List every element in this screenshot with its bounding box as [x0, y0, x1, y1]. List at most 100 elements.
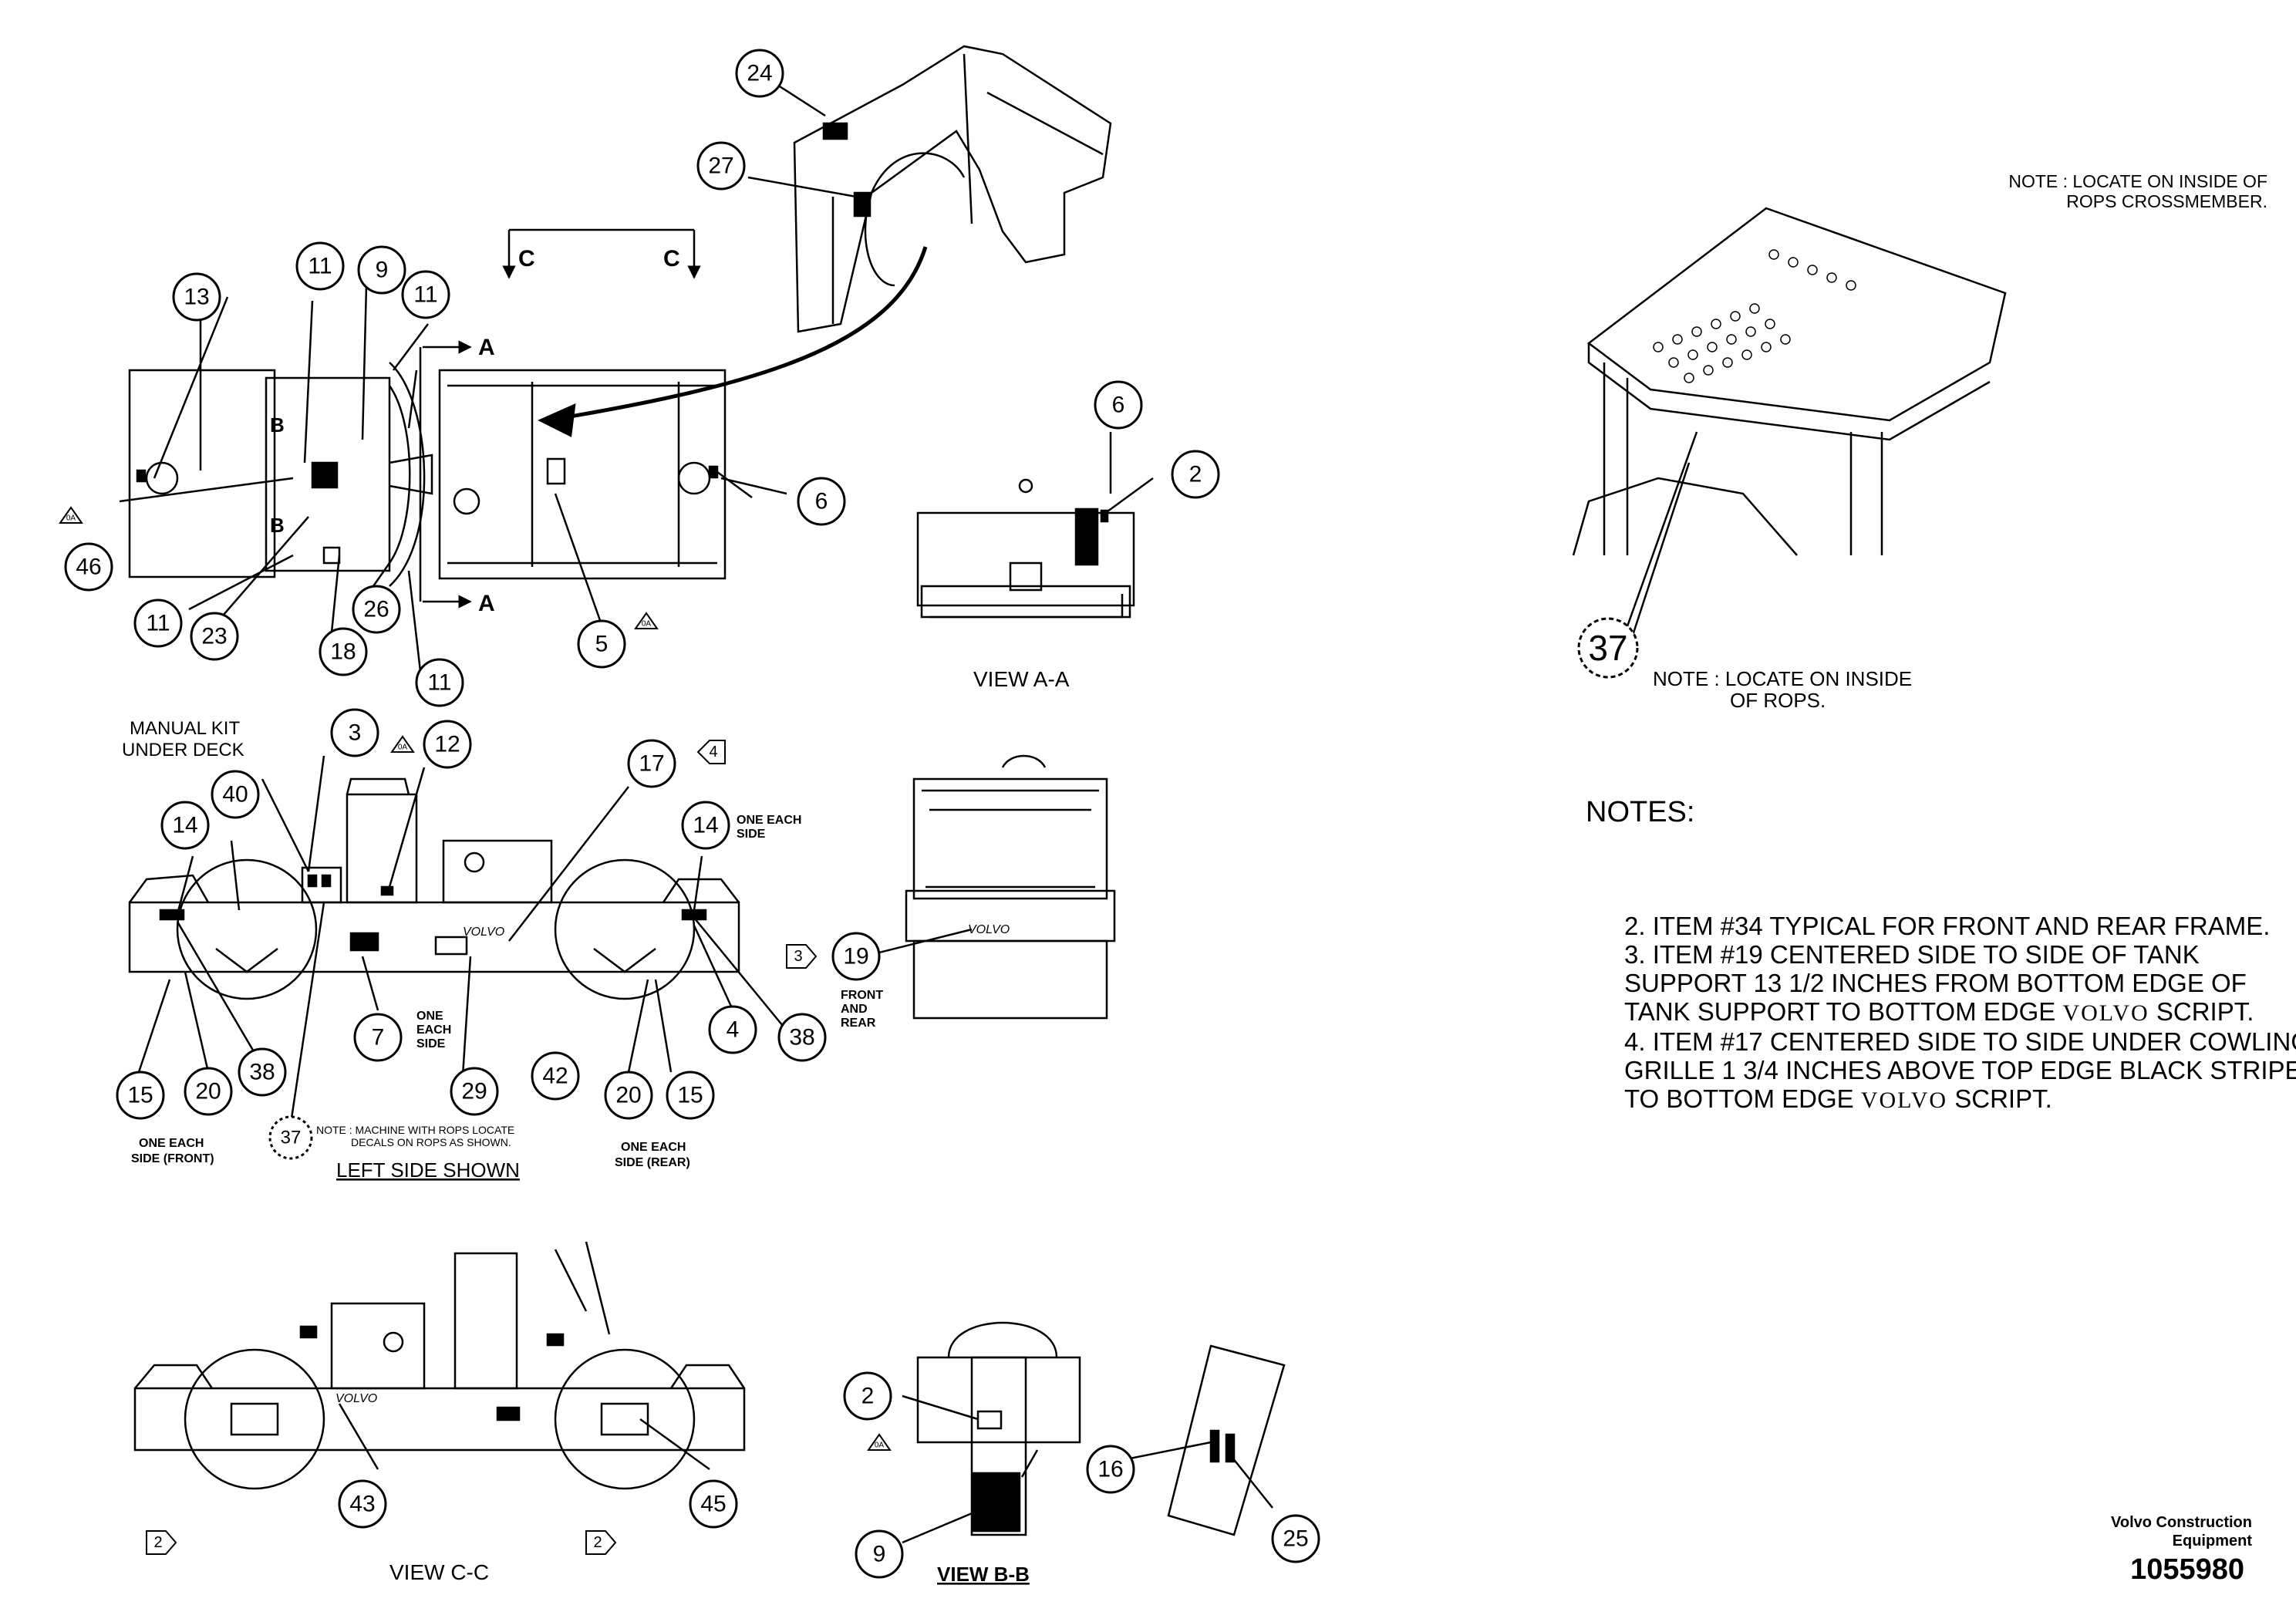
rops-inside-note: NOTE : LOCATE ON INSIDE OF ROPS.: [1653, 668, 1912, 711]
callout-4: 4: [727, 1017, 740, 1043]
brand-line: Volvo Construction: [2111, 1514, 2252, 1531]
callout-5: 5: [595, 632, 609, 657]
revision-tags: [59, 506, 892, 1555]
front-and-rear-label: FRONT: [841, 989, 883, 1002]
callout-20: 20: [615, 1083, 641, 1108]
section-marker-c: C: [663, 246, 680, 271]
callout-16: 16: [1097, 1457, 1123, 1482]
callout-42: 42: [542, 1064, 568, 1089]
section-marker-a: A: [478, 591, 495, 616]
note-text: ITEM #17 CENTERED SIDE TO SIDE UNDER COW…: [1624, 1027, 2296, 1113]
callout-9: 9: [873, 1542, 886, 1567]
note-ref-tag: 2: [593, 1534, 602, 1551]
callout-38: 38: [789, 1025, 814, 1050]
machine-plan-view: [128, 362, 727, 587]
brand-label: Volvo Construction Equipment: [2005, 1513, 2252, 1550]
callout-11: 11: [427, 670, 451, 696]
rops-note-line: ROPS CROSSMEMBER.: [2066, 191, 2267, 211]
brand-line: Equipment: [2172, 1533, 2252, 1549]
note-number: 4.: [1624, 1027, 1646, 1056]
revision-tag: 0A: [875, 1442, 885, 1450]
note-number: 3.: [1624, 940, 1646, 969]
callout-25: 25: [1283, 1526, 1308, 1552]
note-ref-tag: 3: [794, 948, 802, 965]
callout-20: 20: [195, 1079, 221, 1104]
note-ref-tag: 2: [153, 1534, 162, 1551]
note-script-suffix: SCRIPT.: [1954, 1084, 2052, 1113]
rops-note-line: OF ROPS.: [1730, 689, 1826, 712]
view-c-c-caption: VIEW C-C: [389, 1560, 489, 1584]
callout-27: 27: [708, 153, 733, 179]
callout-45: 45: [700, 1492, 726, 1517]
one-each-side-label: SIDE: [737, 828, 766, 841]
note-script-suffix: SCRIPT.: [2156, 997, 2254, 1026]
note-text: ITEM #19 CENTERED SIDE TO SIDE OF TANK S…: [1624, 940, 2247, 1026]
callout-43: 43: [349, 1492, 375, 1517]
one-each-side-label: ONE EACH: [737, 814, 801, 827]
callout-18: 18: [330, 639, 356, 665]
callout-11: 11: [146, 611, 170, 636]
section-marker-c: C: [518, 246, 535, 271]
callout-13: 13: [184, 285, 209, 310]
volvo-decal: VOLVO: [463, 926, 504, 939]
section-marker-b: B: [270, 514, 285, 537]
volvo-script-word: VOLVO: [1860, 1088, 1948, 1113]
callout-19: 19: [843, 944, 868, 969]
note-item: 3. ITEM #19 CENTERED SIDE TO SIDE OF TAN…: [1620, 940, 2296, 1027]
view-c-c-drawing: [133, 1241, 746, 1490]
volvo-decal: VOLVO: [968, 923, 1010, 936]
rops-machine-note: DECALS ON ROPS AS SHOWN.: [351, 1136, 511, 1148]
manual-kit-label: UNDER DECK: [122, 740, 244, 760]
one-each-side-label: EACH: [416, 1023, 451, 1037]
one-each-front-label: SIDE (FRONT): [131, 1152, 214, 1165]
view-a-a-drawing: [916, 478, 1135, 619]
callout-40: 40: [222, 782, 248, 808]
rops-crossmember-view: [793, 45, 1112, 333]
note-item: 4. ITEM #17 CENTERED SIDE TO SIDE UNDER …: [1620, 1027, 2296, 1114]
view-b-b-drawing: [916, 1321, 1286, 1536]
callout-14: 14: [172, 813, 197, 838]
callout-24: 24: [747, 61, 772, 86]
callout-46: 46: [76, 555, 101, 580]
note-ref-tag: 4: [709, 744, 717, 760]
note-text: ITEM #34 TYPICAL FOR FRONT AND REAR FRAM…: [1652, 912, 2271, 940]
callout-circles: [64, 49, 1639, 1579]
section-marker-b: B: [270, 413, 285, 437]
rops-crossmember-note: NOTE : LOCATE ON INSIDE OF ROPS CROSSMEM…: [1905, 171, 2267, 211]
callout-17: 17: [639, 751, 664, 777]
revision-tag: 0A: [642, 620, 652, 629]
volvo-decal: VOLVO: [335, 1392, 377, 1405]
callout-15: 15: [127, 1083, 153, 1108]
rops-canopy-view: [1572, 207, 2007, 649]
callout-2: 2: [1189, 462, 1202, 487]
callout-37-large: 37: [1588, 628, 1627, 668]
callout-numbers: 24 27 13 11 9 11 6 46 11 23 18 26 11 5 6…: [76, 61, 1627, 1567]
rops-note-line: NOTE : LOCATE ON INSIDE OF: [2008, 171, 2267, 191]
callout-6: 6: [815, 489, 828, 514]
note-item: 2. ITEM #34 TYPICAL FOR FRONT AND REAR F…: [1620, 912, 2296, 940]
front-and-rear-label: REAR: [841, 1017, 876, 1030]
revision-tag: 0A: [398, 744, 408, 752]
section-marker-a: A: [478, 335, 495, 360]
callout-11: 11: [308, 254, 332, 279]
notes-list: 2. ITEM #34 TYPICAL FOR FRONT AND REAR F…: [1581, 912, 2296, 1114]
one-each-side-label: ONE: [416, 1010, 443, 1023]
rops-perforations: [1653, 249, 1856, 383]
callout-15: 15: [677, 1083, 703, 1108]
front-and-rear-label: AND: [841, 1003, 868, 1016]
callout-38: 38: [249, 1060, 275, 1085]
rops-note-line: NOTE : LOCATE ON INSIDE: [1653, 667, 1913, 690]
left-side-shown-label: LEFT SIDE SHOWN: [336, 1158, 520, 1182]
machine-left-side-view: [128, 777, 740, 1000]
rops-machine-note: NOTE : MACHINE WITH ROPS LOCATE: [316, 1124, 514, 1136]
one-each-side-label: SIDE: [416, 1037, 446, 1050]
callout-2: 2: [861, 1384, 875, 1409]
callout-29: 29: [461, 1079, 487, 1104]
callout-11: 11: [413, 282, 437, 308]
one-each-front-label: ONE EACH: [139, 1137, 204, 1150]
callout-23: 23: [201, 624, 227, 649]
document-number: 1055980: [2130, 1553, 2244, 1586]
callout-14: 14: [693, 813, 718, 838]
callout-7: 7: [372, 1025, 385, 1050]
